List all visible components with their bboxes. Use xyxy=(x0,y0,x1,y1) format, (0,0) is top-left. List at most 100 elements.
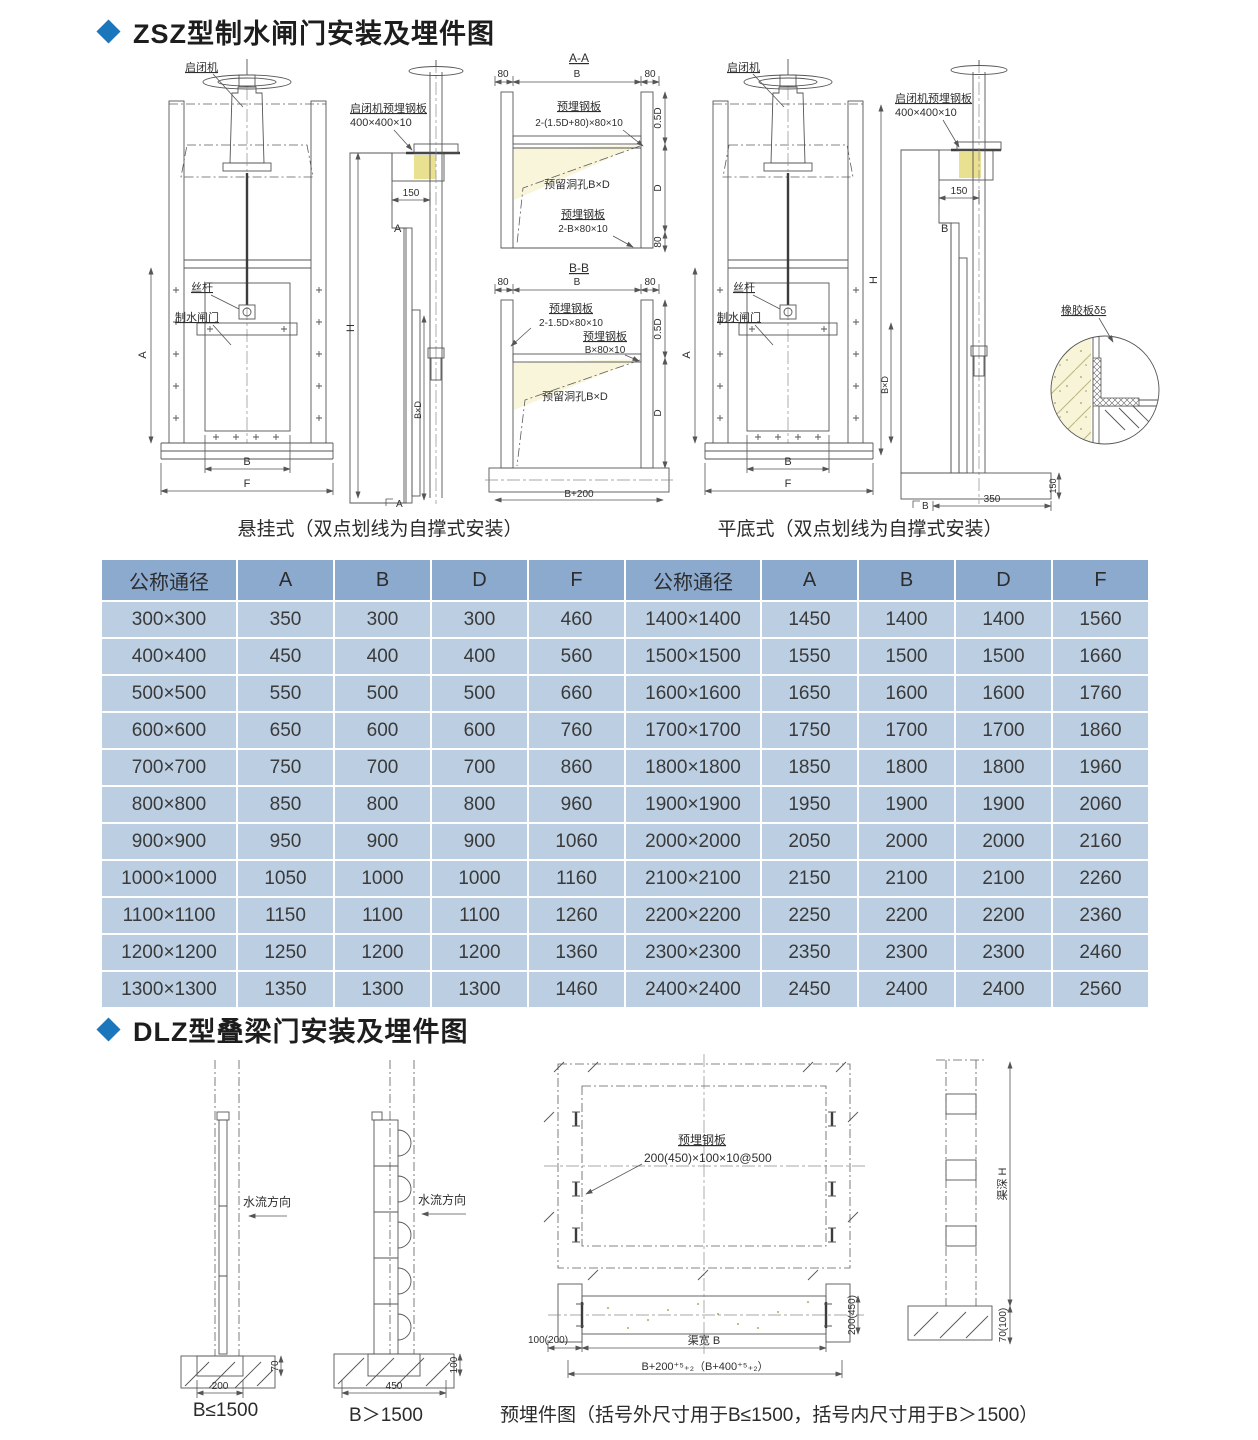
label-screw-rod: 丝杆 xyxy=(733,280,755,294)
label-gate: 制水闸门 xyxy=(175,310,219,324)
label-reserved-hole: 预留洞孔B×D xyxy=(544,178,610,191)
screw-connector xyxy=(427,347,445,381)
guide-channel xyxy=(950,222,960,474)
screw-connector xyxy=(970,345,988,377)
drawing-dlz-small: 水流方向 70 200 xyxy=(180,1060,291,1398)
label-hoist-plate-2: 400×400×10 xyxy=(350,117,412,129)
dim-label-bxd: B×D xyxy=(880,376,890,394)
dim-label-b-tolerance: B+200⁺⁵₊₂（B+400⁺⁵₊₂） xyxy=(641,1360,768,1373)
section2-header: DLZ型叠梁门安装及埋件图 xyxy=(96,1010,469,1049)
table-cell: 2100 xyxy=(954,859,1053,898)
table-cell: 1400×1400 xyxy=(624,600,762,639)
table-cell: 600×600 xyxy=(100,711,238,750)
column-header: F xyxy=(1051,558,1150,602)
dim-label-70-100: 70(100) xyxy=(998,1308,1009,1342)
dim-label-80: 80 xyxy=(653,236,664,248)
dim-label-150-right: 150 xyxy=(1048,478,1058,493)
drawing-hanging-front: 启闭机 丝杆 制水闸门 A B F xyxy=(137,59,334,495)
table-cell: 2260 xyxy=(1051,859,1150,898)
label-flow-direction: 水流方向 xyxy=(418,1192,466,1207)
dim-label-80: 80 xyxy=(497,277,509,288)
column-header: A xyxy=(236,558,335,602)
dim-label-05d: 0.5D xyxy=(653,318,664,339)
table-cell: 1360 xyxy=(527,933,626,972)
label-embedded-plate: 预埋钢板 xyxy=(557,99,601,113)
label-plate-spec-bb-left: 2-1.5D×80×10 xyxy=(539,318,603,329)
table-cell: 1800 xyxy=(857,748,956,787)
gate-leaf xyxy=(196,173,298,440)
dim-label-80: 80 xyxy=(644,277,656,288)
guide-channel xyxy=(403,227,413,504)
table-cell: 1550 xyxy=(760,637,859,676)
table-cell: 2400 xyxy=(857,970,956,1009)
label-hoist-plate-2: 400×400×10 xyxy=(895,107,957,119)
screw-stem xyxy=(950,60,1008,504)
table-cell: 1850 xyxy=(760,748,859,787)
table-cell: 2000×2000 xyxy=(624,822,762,861)
table-cell: 1200 xyxy=(333,933,432,972)
channel-section xyxy=(548,1278,864,1354)
label-hoist-plate-1: 启闭机预埋钢板 xyxy=(895,91,972,105)
gate-frame xyxy=(704,100,874,460)
table-cell: 2050 xyxy=(760,822,859,861)
column-header: 公称通径 xyxy=(624,558,762,602)
table-cell: 350 xyxy=(236,600,335,639)
table-cell: 900 xyxy=(430,822,529,861)
table-cell: 2300 xyxy=(954,933,1053,972)
table-cell: 950 xyxy=(236,822,335,861)
base-slab xyxy=(180,1355,276,1389)
section-mark-b: B xyxy=(941,223,948,235)
drawing-hanging-side: 启闭机预埋钢板 400×400×10 150 A H B×D A xyxy=(345,60,464,510)
diamond-icon xyxy=(96,19,121,44)
table-cell: 1000 xyxy=(333,859,432,898)
table-cell: 650 xyxy=(236,711,335,750)
drawing-sections: A-A 80 B 80 预埋钢板 2-(1.5D+80)×80×10 预留洞孔B… xyxy=(485,51,673,503)
table-cell: 660 xyxy=(527,674,626,713)
table-cell: 2560 xyxy=(1051,970,1150,1009)
table-cell: 1750 xyxy=(760,711,859,750)
column-header: F xyxy=(527,558,626,602)
dim-label-350: 350 xyxy=(984,494,1001,505)
table-cell: 1300 xyxy=(430,970,529,1009)
label-screw-rod: 丝杆 xyxy=(191,280,213,294)
dim-label-70: 70 xyxy=(270,1360,281,1372)
base-slab xyxy=(907,1305,993,1341)
table-cell: 700 xyxy=(430,748,529,787)
dim-label-f: F xyxy=(244,478,251,490)
caption-hanging: 悬挂式（双点划线为自撑式安装） xyxy=(237,519,523,540)
table-cell: 1500×1500 xyxy=(624,637,762,676)
base-slab xyxy=(900,472,1052,500)
drawing-dlz-large: 水流方向 100 450 xyxy=(333,1060,466,1398)
table-cell: 800 xyxy=(430,785,529,824)
label-plate-spec-aa-bottom: 2-B×80×10 xyxy=(558,224,608,235)
table-cell: 760 xyxy=(527,711,626,750)
table-cell: 2000 xyxy=(954,822,1053,861)
dim-label-05d: 0.5D xyxy=(653,107,664,128)
table-cell: 1200×1200 xyxy=(100,933,238,972)
table-cell: 1860 xyxy=(1051,711,1150,750)
table-cell: 2000 xyxy=(857,822,956,861)
label-embedded-plate: 预埋钢板 xyxy=(678,1133,726,1147)
table-cell: 400 xyxy=(333,637,432,676)
dim-label-a: A xyxy=(681,351,693,359)
table-cell: 2100×2100 xyxy=(624,859,762,898)
section2-title: DLZ型叠梁门安装及埋件图 xyxy=(133,1017,469,1047)
channel-plan xyxy=(543,1054,868,1281)
label-gate: 制水闸门 xyxy=(717,310,761,324)
column-header: D xyxy=(954,558,1053,602)
table-cell: 1400 xyxy=(857,600,956,639)
table-cell: 1760 xyxy=(1051,674,1150,713)
drawing-flat-side: 启闭机预埋钢板 400×400×10 150 B 350 150 B 橡胶板δ5 xyxy=(895,60,1160,512)
label-dlz-plate-spec: 200(450)×100×10@500 xyxy=(644,1151,772,1165)
table-cell: 500×500 xyxy=(100,674,238,713)
stoplog-gate xyxy=(216,1111,230,1355)
table-cell: 1450 xyxy=(760,600,859,639)
dim-label-h: H xyxy=(345,324,357,332)
